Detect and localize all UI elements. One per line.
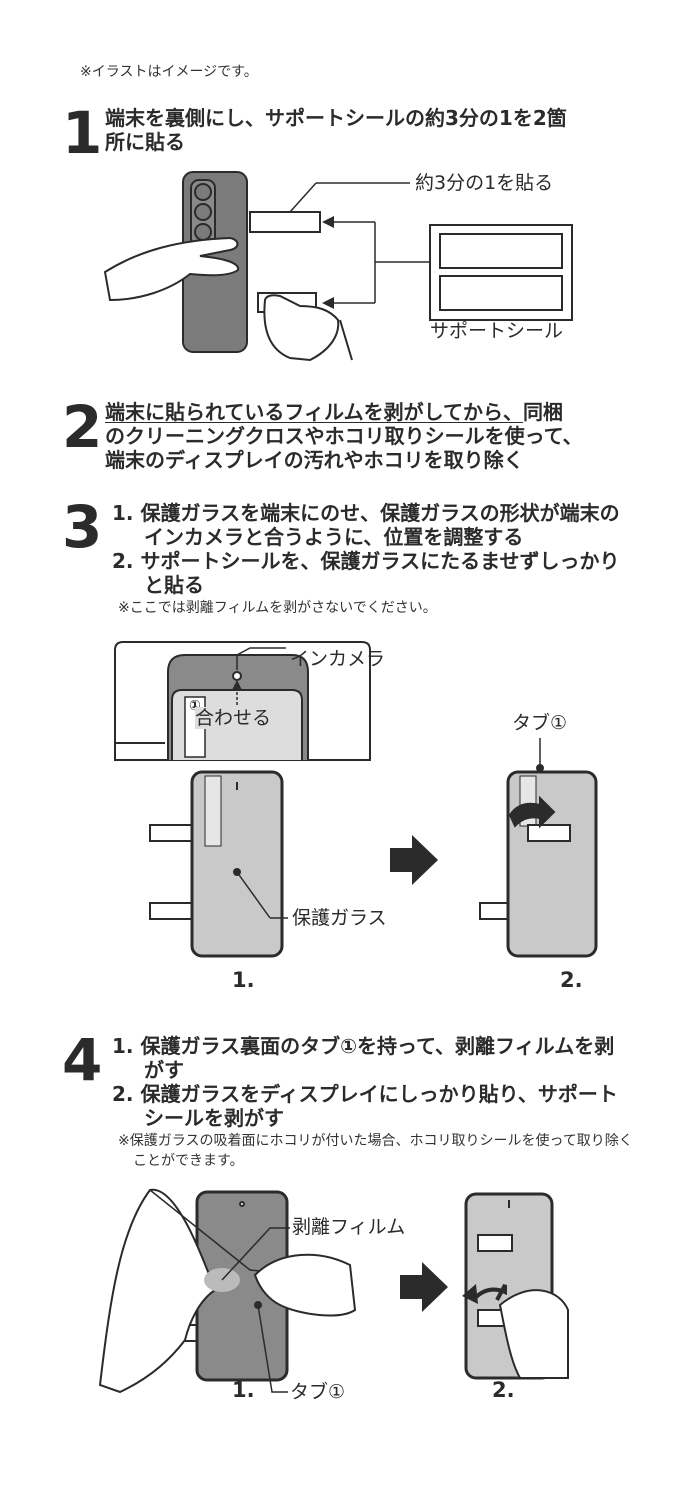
arrow-right-icon	[400, 1262, 448, 1312]
label-tab-1: タブ①	[512, 712, 568, 734]
figure-4-phone-1	[98, 1188, 357, 1394]
step-3-item: 1. 保護ガラスを端末にのせ、保護ガラスの形状が端末のインカメラと合うように、位…	[112, 501, 620, 549]
label-front-camera: インカメラ	[290, 648, 386, 670]
step-4-text: 1. 保護ガラス裏面のタブ①を持って、剥離フィルムを剥がす 2. 保護ガラスをデ…	[112, 1034, 632, 1130]
tab-mark: ①	[189, 698, 201, 714]
figure-3-phone-2	[479, 764, 598, 958]
support-seal-sheet	[429, 224, 573, 321]
figure-1-phone-back	[103, 171, 353, 362]
step-1-line: 所に貼る	[105, 130, 185, 154]
step-1-text: 端末を裏側にし、サポートシールの約3分の1を2箇 所に貼る	[105, 106, 625, 154]
label-support-seal: サポートシール	[430, 320, 564, 342]
label-paste-third: 約3分の1を貼る	[415, 172, 554, 194]
arrow-icon	[322, 216, 334, 228]
step-3-item: 2. サポートシールを、保護ガラスにたるませずしっかりと貼る	[112, 549, 620, 597]
hand-left	[98, 1188, 217, 1394]
step-3-note: ※ここでは剥離フィルムを剥がさないでください。	[118, 600, 437, 616]
arrow-icon	[322, 297, 334, 309]
hand-left	[103, 236, 240, 302]
label-release-film: 剥離フィルム	[292, 1216, 406, 1238]
caption-1: 1.	[232, 1378, 255, 1402]
figure-1-leaders	[289, 182, 430, 304]
caption-2: 2.	[560, 968, 583, 992]
step-2-number: 2	[62, 393, 103, 461]
step-2-text: 端末に貼られているフィルムを剥がしてから、同梱 のクリーニングクロスやホコリ取り…	[105, 400, 645, 472]
step-1-line: 端末を裏側にし、サポートシールの約3分の1を2箇	[105, 106, 567, 130]
step-1-number: 1	[62, 99, 103, 167]
figure-4-phone-2	[464, 1192, 569, 1380]
caption-1: 1.	[232, 968, 255, 992]
hand-right	[253, 1253, 357, 1317]
step-4-note: ※保護ガラスの吸着面にホコリが付いた場合、ホコリ取りシールを使って取り除くことが…	[118, 1133, 633, 1169]
step-2-underlined: 端末に貼られているフィルムを剥がしてから、	[105, 400, 523, 424]
arrow-right-icon	[390, 835, 438, 885]
figure-3-phone-1	[149, 770, 284, 958]
label-align: 合わせる	[195, 707, 272, 729]
step-3-text: 1. 保護ガラスを端末にのせ、保護ガラスの形状が端末のインカメラと合うように、位…	[112, 501, 632, 597]
support-seal-top	[249, 211, 321, 233]
arrow-up-icon	[232, 680, 242, 690]
step-2-line: 同梱	[523, 400, 563, 424]
caption-2: 2.	[492, 1378, 515, 1402]
arrow-left-icon	[462, 1284, 478, 1304]
step-3-number: 3	[62, 493, 103, 561]
hand-right	[498, 1289, 569, 1379]
hand-right	[263, 294, 340, 362]
step-2-line: 端末のディスプレイの汚れやホコリを取り除く	[105, 448, 524, 472]
illustration-note: ※イラストはイメージです。	[80, 64, 258, 80]
step-4-item: 2. 保護ガラスをディスプレイにしっかり貼り、サポートシールを剥がす	[112, 1082, 618, 1130]
label-tab-1: タブ①	[290, 1381, 346, 1403]
label-protective-glass: 保護ガラス	[292, 907, 387, 929]
step-2-line: のクリーニングクロスやホコリ取りシールを使って、	[105, 424, 583, 448]
step-4-item: 1. 保護ガラス裏面のタブ①を持って、剥離フィルムを剥がす	[112, 1034, 615, 1082]
step-4-number: 4	[62, 1026, 103, 1094]
